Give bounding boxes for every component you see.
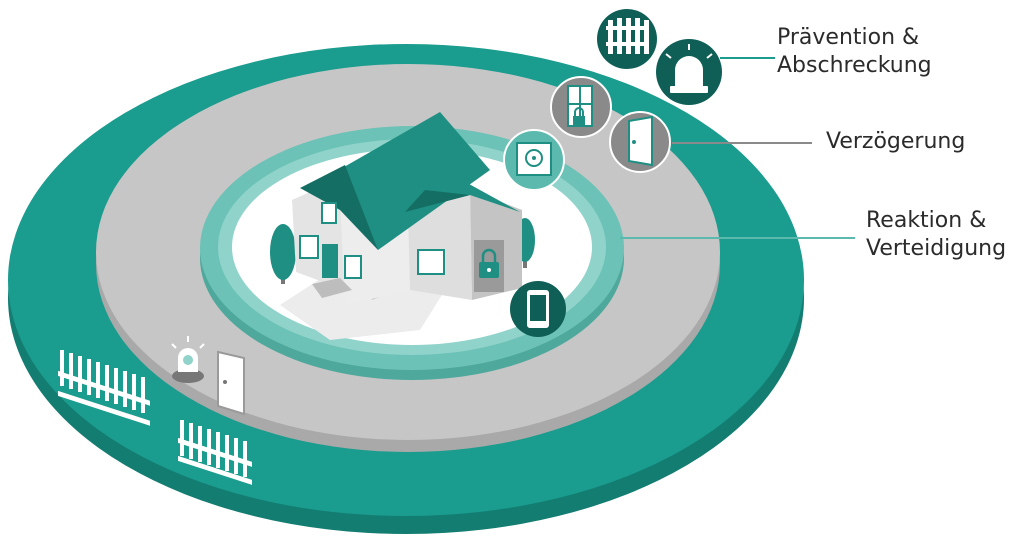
tree-left bbox=[270, 224, 296, 284]
label-delay: Verzögerung bbox=[826, 129, 966, 154]
door-icon bbox=[609, 111, 812, 173]
label-reaction-defense: Reaktion & Verteidigung bbox=[866, 207, 1006, 263]
alarm-light-icon bbox=[171, 336, 205, 383]
padlock-icon bbox=[479, 248, 499, 278]
fence-decor-left bbox=[58, 350, 150, 426]
house-illustration bbox=[270, 112, 535, 305]
fence-decor-right bbox=[178, 420, 252, 485]
label-prevention-line1: Prävention & bbox=[777, 25, 920, 50]
door-decor bbox=[217, 350, 245, 416]
safe-icon bbox=[503, 129, 565, 191]
label-prevention-line2: Abschreckung bbox=[777, 53, 932, 78]
siren-icon bbox=[656, 39, 775, 105]
label-prevention-deterrence: Prävention & Abschreckung bbox=[777, 24, 932, 80]
window-lock-icon bbox=[550, 76, 612, 138]
smartphone-icon bbox=[510, 281, 566, 337]
fence-icon bbox=[597, 9, 657, 69]
label-reaction-line2: Verteidigung bbox=[866, 236, 1007, 261]
label-reaction-line1: Reaktion & bbox=[866, 208, 987, 233]
